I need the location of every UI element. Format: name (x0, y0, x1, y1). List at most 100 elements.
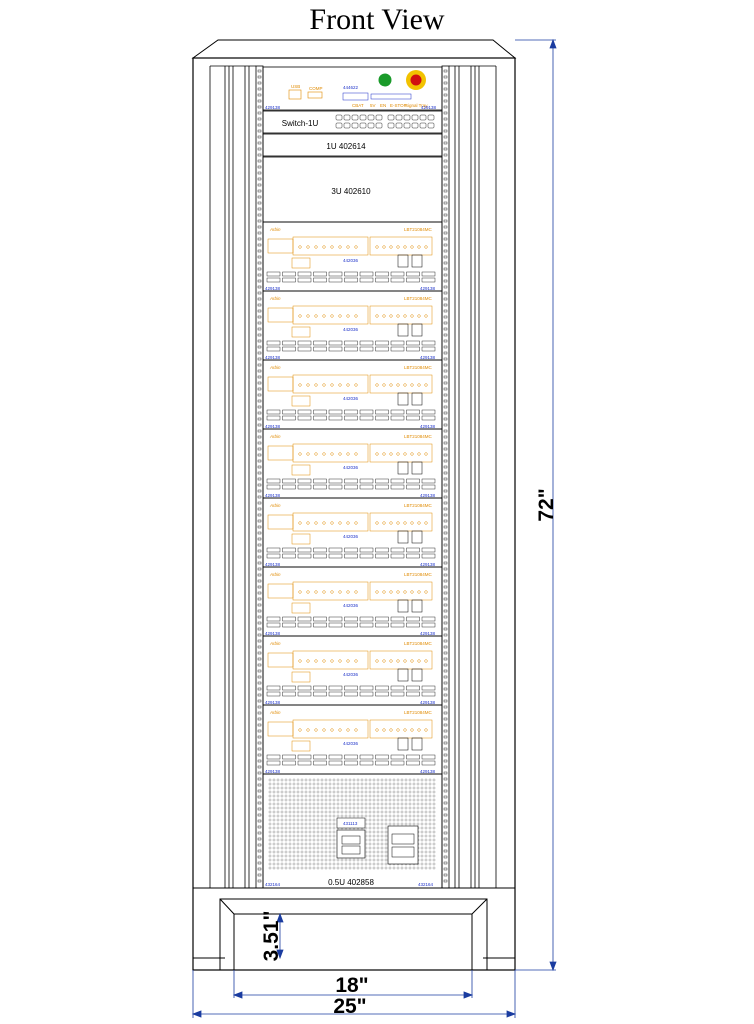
module-rail-id-right: 429138 (420, 769, 436, 774)
module-model: LBT21084MC (404, 365, 433, 370)
module-rail-id-left: 429138 (265, 424, 281, 429)
label-signal-tray: Signal Tray (405, 103, 428, 108)
control-panel-part: 444622 (343, 85, 359, 90)
module-brand: Arbin (269, 572, 281, 577)
module-rail-id-right: 429138 (420, 562, 436, 567)
module-rail-id-left: 429138 (265, 562, 281, 567)
module-part: 442036 (343, 534, 359, 539)
switch-port (419, 122, 427, 129)
switch-port (427, 114, 435, 121)
switch-port (403, 122, 411, 129)
comp-label: COMP (309, 86, 323, 91)
module-rail-id-right: 429138 (420, 493, 436, 498)
base-height-dimension (276, 912, 284, 960)
module: Arbin LBT21084MC 442036 429138 429138 (262, 497, 443, 568)
switch-port (395, 122, 403, 129)
module-model: LBT21084MC (404, 503, 433, 508)
control-id-left: 429138 (265, 105, 281, 110)
panel-1u: 1U 402614 (262, 133, 443, 157)
power-indicator (378, 73, 392, 87)
height-label: 72" (535, 488, 558, 521)
module-brand: Arbin (269, 227, 281, 232)
drawing-title: Front View (309, 3, 444, 36)
switch-port (411, 114, 419, 121)
module-part: 442036 (343, 603, 359, 608)
switch-1u: Switch-1U (262, 110, 443, 134)
switch-port (351, 122, 359, 129)
inner-width-label: 18" (335, 974, 368, 997)
label-5v: 5V (370, 103, 376, 108)
module-rail-id-left: 429138 (265, 631, 281, 636)
control-id-right: 429138 (421, 105, 437, 110)
switch-port (367, 122, 375, 129)
switch-port (387, 114, 395, 121)
switch-port (359, 114, 367, 121)
module-part: 442036 (343, 396, 359, 401)
module-rail-id-right: 429138 (420, 286, 436, 291)
outer-width-dimension (191, 970, 517, 1018)
height-dimension (515, 38, 557, 972)
switch-ports (335, 114, 435, 129)
module-brand: Arbin (269, 641, 281, 646)
switch-port (411, 122, 419, 129)
module: Arbin LBT21084MC 442036 429138 429138 (262, 635, 443, 706)
switch-port (335, 114, 343, 121)
switch-port (403, 114, 411, 121)
switch-port (343, 114, 351, 121)
module-model: LBT21084MC (404, 296, 433, 301)
bottom-part: 431113 (343, 821, 358, 826)
mounting-rails (257, 69, 448, 883)
outer-width-label: 25" (333, 995, 366, 1018)
switch-port (351, 114, 359, 121)
module-rail-id-left: 429138 (265, 769, 281, 774)
switch-port (367, 114, 375, 121)
module-model: LBT21084MC (404, 227, 433, 232)
bottom-id-left: 432164 (265, 882, 281, 887)
module-rail-id-right: 429138 (420, 355, 436, 360)
switch-port (427, 122, 435, 129)
module-part: 442036 (343, 741, 359, 746)
switch-port (375, 122, 383, 129)
module-rail-id-left: 429138 (265, 355, 281, 360)
module-brand: Arbin (269, 503, 281, 508)
module-part: 442036 (343, 258, 359, 263)
module-rail-id-left: 429138 (265, 286, 281, 291)
module-model: LBT21084MC (404, 434, 433, 439)
base-height-label: 3.51" (260, 911, 283, 962)
usb-label: USB (291, 84, 300, 89)
module-rail-id-right: 429138 (420, 631, 436, 636)
module-model: LBT21084MC (404, 572, 433, 577)
module-brand: Arbin (269, 434, 281, 439)
module: Arbin LBT21084MC 442036 429138 429138 (262, 428, 443, 499)
left-side-rails (209, 65, 256, 888)
module-rail-id-right: 429138 (420, 700, 436, 705)
module-rail-id-left: 429138 (265, 493, 281, 498)
label-estop: E-STOP (390, 103, 407, 108)
module-model: LBT21084MC (404, 710, 433, 715)
module-part: 442036 (343, 465, 359, 470)
switch-label: Switch-1U (282, 119, 319, 128)
switch-port (343, 122, 351, 129)
module-rail-id-right: 429138 (420, 424, 436, 429)
cabinet-base (192, 887, 516, 971)
module: Arbin LBT21084MC 442036 429138 429138 (262, 359, 443, 430)
control-panel: USB COMP 444622 CBAT 5V EN E-STOP Signal… (262, 66, 443, 111)
module-rail-id-left: 429138 (265, 700, 281, 705)
right-side-rails (449, 65, 497, 888)
module-model: LBT21084MC (404, 641, 433, 646)
bottom-id-right: 432164 (418, 882, 434, 887)
module-brand: Arbin (269, 365, 281, 370)
module: Arbin LBT21084MC 442036 429138 429138 (262, 566, 443, 637)
label-cbat: CBAT (352, 103, 364, 108)
switch-port (375, 114, 383, 121)
emergency-stop-button[interactable] (410, 74, 422, 86)
label-en: EN (380, 103, 386, 108)
panel-1u-label: 1U 402614 (326, 142, 366, 151)
panel-3u-label: 3U 402610 (331, 187, 371, 196)
bottom-panel: 431113 432164 432164 0.5U 402858 (262, 773, 443, 889)
module-part: 442036 (343, 672, 359, 677)
